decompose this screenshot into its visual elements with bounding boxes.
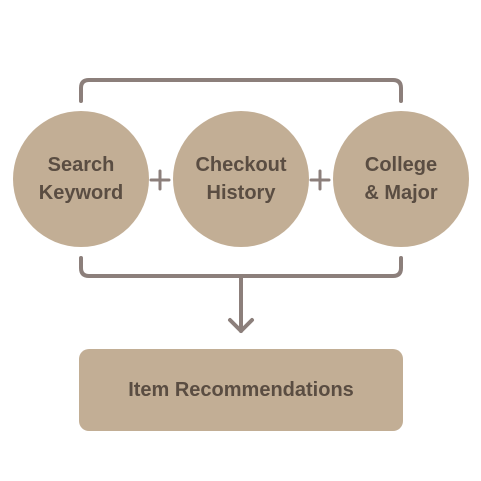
plus-icon xyxy=(309,169,331,191)
node-label-line2: & Major xyxy=(364,182,438,204)
node-label-line2: Keyword xyxy=(38,182,124,204)
node-label-line1: Checkout xyxy=(195,154,287,176)
down-arrow-icon xyxy=(228,274,254,333)
output-node-label: Item Recommendations xyxy=(128,378,354,401)
node-label-line2: History xyxy=(206,182,276,204)
input-node-search-keyword: Search Keyword xyxy=(13,111,149,247)
input-node-college-major: College & Major xyxy=(333,111,469,247)
plus-icon xyxy=(149,169,171,191)
node-label-line1: Search xyxy=(47,154,115,176)
output-node-item-recommendations: Item Recommendations xyxy=(79,349,403,431)
bottom-bracket xyxy=(79,256,403,278)
input-node-checkout-history: Checkout History xyxy=(173,111,309,247)
node-label-line1: College xyxy=(364,154,438,176)
top-bracket xyxy=(79,78,403,103)
